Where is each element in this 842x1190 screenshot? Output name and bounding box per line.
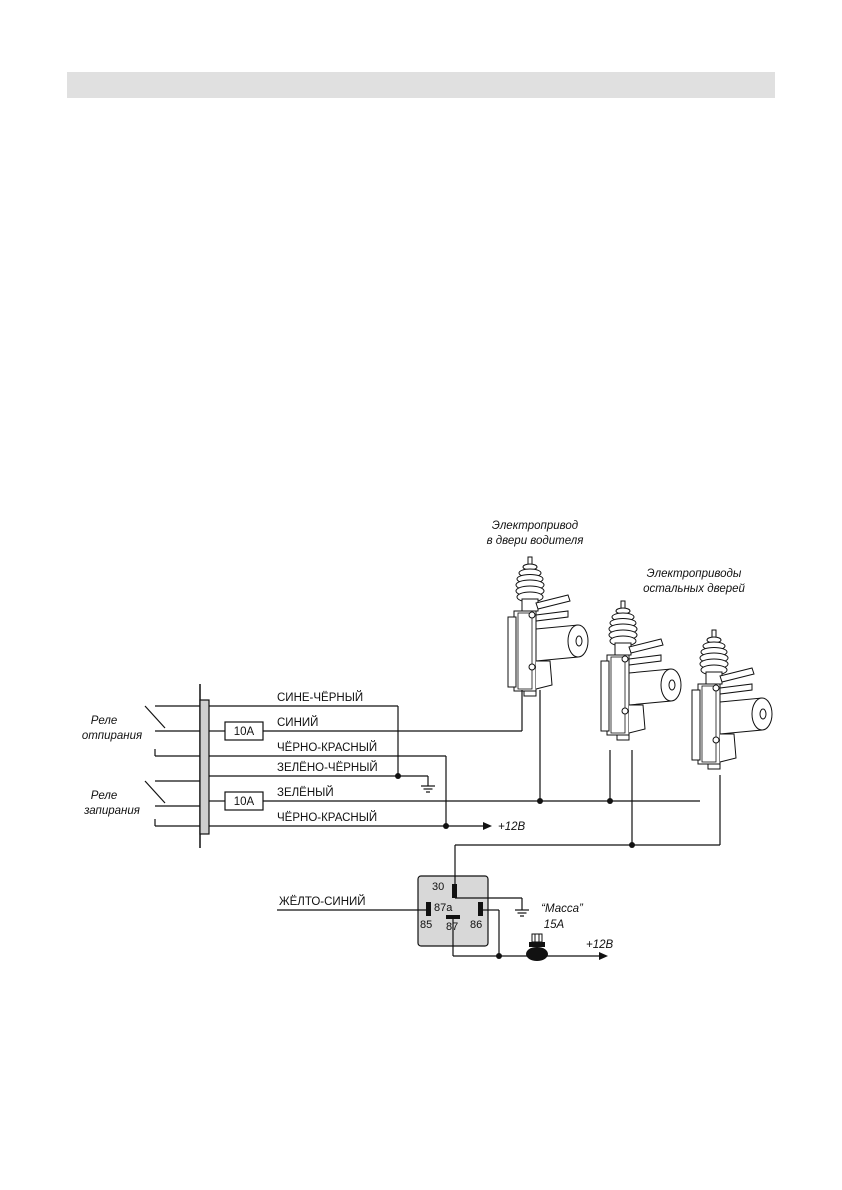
lock-relay-contacts — [144, 780, 200, 827]
relay-pin-87a: 87a — [434, 902, 453, 914]
unlock-relay-contacts — [144, 705, 200, 757]
driver-actuator-caption-1: Электропривод — [492, 520, 578, 532]
relay-pin-87: 87 — [446, 921, 458, 933]
relay-pin-85: 85 — [420, 919, 432, 931]
lock-relay-caption-2: запирания — [83, 805, 140, 817]
connector-block — [199, 699, 210, 835]
relay: 30 87a 85 87 86 — [417, 845, 608, 960]
header-bar — [67, 72, 775, 98]
unlock-relay-caption-2: отпирания — [82, 730, 142, 742]
wire-label-blue: СИНИЙ — [277, 716, 318, 729]
wire-label-black-red-1: ЧЁРНО-КРАСНЫЙ — [277, 741, 377, 754]
other-actuators-caption-1: Электроприводы — [647, 568, 742, 580]
other-actuators-caption-2: остальных дверей — [643, 583, 745, 595]
wire-label-green-black: ЗЕЛЁНО-ЧЁРНЫЙ — [277, 761, 378, 774]
door-actuator-3 — [691, 629, 773, 770]
wire-label-yellow-blue: ЖЁЛТО-СИНИЙ — [279, 895, 366, 908]
ground-label: “Масса” — [541, 903, 584, 915]
plus-12v-label-2: +12В — [586, 939, 614, 951]
wire-label-blue-black: СИНЕ-ЧЁРНЫЙ — [277, 691, 363, 704]
relay-fuse-label: 15A — [544, 919, 565, 931]
wire-label-black-red-2: ЧЁРНО-КРАСНЫЙ — [277, 811, 377, 824]
plus-12v-label-1: +12В — [498, 821, 526, 833]
driver-actuator-caption-2: в двери водителя — [487, 535, 584, 547]
unlock-relay-caption-1: Реле — [91, 715, 117, 727]
fuse-label-1: 10A — [234, 726, 255, 738]
lock-relay-caption-1: Реле — [91, 790, 117, 802]
fuse-label-2: 10A — [234, 796, 255, 808]
fuse-holder-15a — [526, 933, 548, 961]
wire-label-green: ЗЕЛЁНЫЙ — [277, 786, 334, 799]
door-actuator-2 — [600, 600, 682, 741]
driver-door-actuator — [507, 556, 589, 697]
relay-pin-30: 30 — [432, 881, 444, 893]
relay-pin-86: 86 — [470, 919, 482, 931]
